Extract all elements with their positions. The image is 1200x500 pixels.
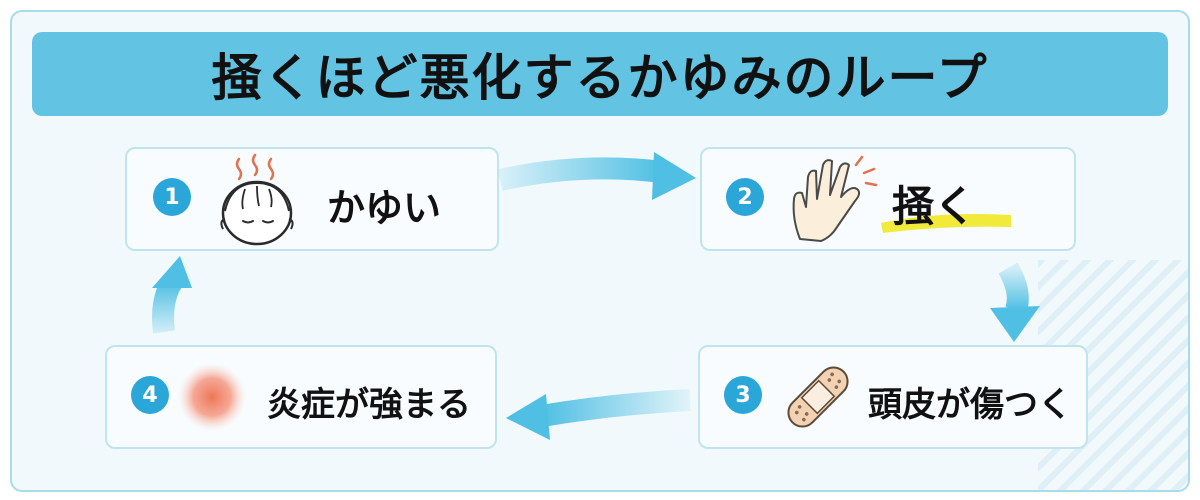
arrow-1-to-2 <box>497 152 696 200</box>
arrow-3-to-4 <box>506 389 691 440</box>
itchy-face-icon <box>220 153 294 246</box>
step-label-4: 炎症が強まる <box>267 385 471 425</box>
step-card-2: 2 掻く <box>700 147 1076 251</box>
cycle-arrows <box>152 152 1040 440</box>
step-card-4: 4 炎症が強まる <box>105 345 497 449</box>
step-label-1: かゆい <box>327 186 442 230</box>
step-label-2: 掻く <box>892 182 977 231</box>
title-banner: 掻くほど悪化するかゆみのループ <box>32 32 1168 116</box>
diagram-frame: 掻くほど悪化するかゆみのループ <box>10 10 1190 492</box>
inflammation-spot-icon <box>178 363 246 431</box>
bandage-icon <box>787 366 849 428</box>
step-number-badge: 2 <box>726 178 764 216</box>
step-number-badge: 3 <box>724 376 762 414</box>
step-label-3: 頭皮が傷つく <box>868 385 1072 425</box>
step-number-badge: 1 <box>153 178 191 216</box>
step-card-1: 1 かゆい <box>125 147 499 251</box>
arrow-4-to-1 <box>152 256 192 334</box>
step-card-3: 3 頭皮が傷つく <box>698 345 1088 449</box>
step-number-badge: 4 <box>131 376 169 414</box>
scratching-hand-icon <box>792 155 878 242</box>
highlight-marker <box>881 214 1011 233</box>
diagram-title: 掻くほど悪化するかゆみのループ <box>211 49 989 107</box>
arrow-2-to-3 <box>990 262 1040 342</box>
